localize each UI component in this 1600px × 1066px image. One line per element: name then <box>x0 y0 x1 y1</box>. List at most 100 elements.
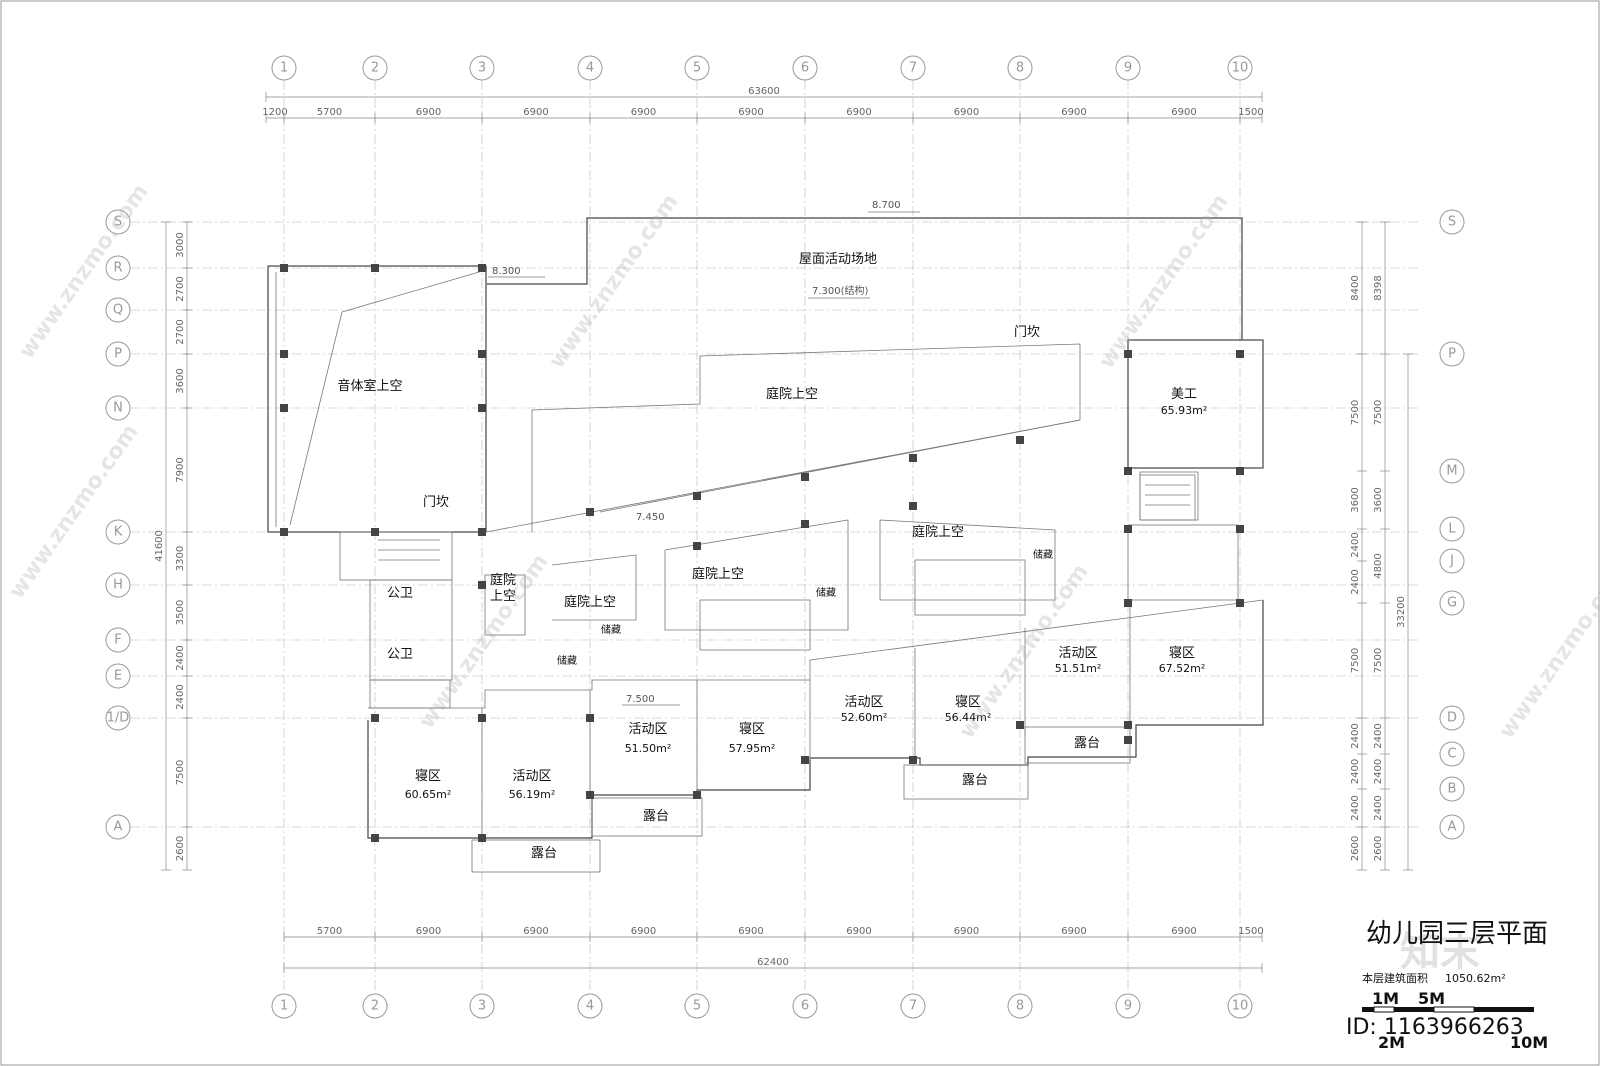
column-1 <box>371 264 379 272</box>
svg-text:6900: 6900 <box>954 107 979 118</box>
axis-bubble-bottom-6: 6 <box>792 993 818 1019</box>
svg-text:4800: 4800 <box>1373 553 1384 578</box>
svg-text:6900: 6900 <box>954 926 979 937</box>
svg-text:8: 8 <box>1016 999 1024 1014</box>
rooftop-outline <box>487 217 1243 340</box>
floor-area-label: 本层建筑面积 <box>1362 971 1428 985</box>
threshold-label-1: 门坎 <box>1014 325 1040 340</box>
axis-bubble-right-M: M <box>1439 458 1465 484</box>
svg-text:6900: 6900 <box>738 107 763 118</box>
room-label-activity-2: 活动区 <box>628 722 667 737</box>
elevation-7300: 7.300(结构) <box>812 284 869 297</box>
svg-text:3500: 3500 <box>175 600 186 625</box>
threshold-label-2: 门坎 <box>423 495 449 510</box>
courtyard-void-outline <box>485 343 1081 533</box>
room-label-activity-3: 活动区 <box>844 695 883 710</box>
svg-text:6900: 6900 <box>631 107 656 118</box>
svg-text:6900: 6900 <box>416 926 441 937</box>
svg-text:4: 4 <box>586 999 594 1014</box>
axis-bubble-right-D: D <box>1439 705 1465 731</box>
svg-text:1500: 1500 <box>1238 107 1263 118</box>
svg-text:7500: 7500 <box>175 760 186 785</box>
room-label-activity-4: 活动区 <box>1058 646 1097 661</box>
column-2 <box>478 264 486 272</box>
svg-text:C: C <box>1447 747 1456 762</box>
svg-text:3: 3 <box>478 999 486 1014</box>
room-label-storage-4: 储藏 <box>557 654 577 667</box>
svg-text:6: 6 <box>801 999 809 1014</box>
svg-text:2600: 2600 <box>1350 836 1361 861</box>
room-area-activity-2: 51.50m² <box>625 742 672 755</box>
room-label-courtyard-void-5a: 庭院 <box>490 572 516 588</box>
svg-text:L: L <box>1448 522 1456 537</box>
svg-text:1200: 1200 <box>262 107 287 118</box>
axis-bubble-right-C: C <box>1439 741 1465 767</box>
svg-text:F: F <box>114 633 121 648</box>
dimension-right-total: 33200 <box>1396 353 1413 871</box>
art-room-outline <box>1127 339 1264 469</box>
svg-text:1: 1 <box>280 61 288 76</box>
axis-bubble-bottom-10: 10 <box>1227 993 1253 1019</box>
room-label-public-toilet-2: 公卫 <box>387 647 413 662</box>
column-24 <box>801 520 809 528</box>
room-label-terrace-4: 露台 <box>1074 736 1100 751</box>
column-36 <box>1016 721 1024 729</box>
room-label-terrace-1: 露台 <box>531 846 557 861</box>
axis-bubble-bottom-3: 3 <box>469 993 495 1019</box>
room-label-storage-2: 储藏 <box>816 586 836 599</box>
svg-text:2600: 2600 <box>175 836 186 861</box>
svg-text:6900: 6900 <box>846 107 871 118</box>
svg-text:1500: 1500 <box>1238 926 1263 937</box>
elevation-8700: 8.700 <box>872 200 901 211</box>
svg-text:2700: 2700 <box>175 319 186 344</box>
axis-bubble-left-S: S <box>105 209 131 235</box>
svg-text:63600: 63600 <box>748 86 780 97</box>
svg-text:7500: 7500 <box>1350 400 1361 425</box>
title-block: 幼儿园三层平面 本层建筑面积 1050.62m² 1M 5M 2M 10M ID… <box>1346 919 1548 1052</box>
terrace-1-outline <box>471 839 601 873</box>
column-6 <box>478 404 486 412</box>
axis-bubble-right-P: P <box>1439 341 1465 367</box>
column-33 <box>693 791 701 799</box>
svg-text:1/D: 1/D <box>107 711 130 726</box>
watermark-2: www.znzmo.com <box>544 190 683 374</box>
room-area-activity-1: 56.19m² <box>509 788 556 801</box>
room-label-terrace-2: 露台 <box>643 809 669 824</box>
svg-text:6900: 6900 <box>1061 926 1086 937</box>
svg-text:3: 3 <box>478 61 486 76</box>
svg-text:1: 1 <box>280 999 288 1014</box>
svg-text:3600: 3600 <box>1373 487 1384 512</box>
axis-bubble-right-B: B <box>1439 776 1465 802</box>
room-label-storage-1: 储藏 <box>1033 548 1053 561</box>
svg-text:2400: 2400 <box>1350 795 1361 820</box>
svg-text:7500: 7500 <box>1350 648 1361 673</box>
column-13 <box>1236 467 1244 475</box>
axis-bubble-top-9: 9 <box>1115 55 1141 81</box>
svg-text:8: 8 <box>1016 61 1024 76</box>
column-19 <box>693 492 701 500</box>
column-15 <box>1236 525 1244 533</box>
axis-bubble-left-N: N <box>105 395 131 421</box>
axis-bubble-bottom-5: 5 <box>684 993 710 1019</box>
room-label-public-toilet-1: 公卫 <box>387 586 413 601</box>
svg-text:9: 9 <box>1124 61 1132 76</box>
svg-text:7500: 7500 <box>1373 400 1384 425</box>
elevation-7500: 7.500 <box>626 694 655 705</box>
room-label-courtyard-void-5b: 上空 <box>490 589 516 604</box>
svg-text:2600: 2600 <box>1373 836 1384 861</box>
axis-bubble-right-J: J <box>1439 548 1465 574</box>
column-38 <box>1124 736 1132 744</box>
svg-text:6900: 6900 <box>631 926 656 937</box>
column-0 <box>280 264 288 272</box>
svg-text:2400: 2400 <box>175 645 186 670</box>
svg-text:7: 7 <box>909 61 917 76</box>
room-label-activity-1: 活动区 <box>512 769 551 784</box>
scale-label-2m: 2M <box>1378 1033 1405 1052</box>
svg-text:J: J <box>1449 554 1454 569</box>
column-3 <box>280 350 288 358</box>
column-8 <box>371 528 379 536</box>
dimension-top-total: 63600 <box>265 86 1263 102</box>
axis-bubble-left-K: K <box>105 519 131 545</box>
